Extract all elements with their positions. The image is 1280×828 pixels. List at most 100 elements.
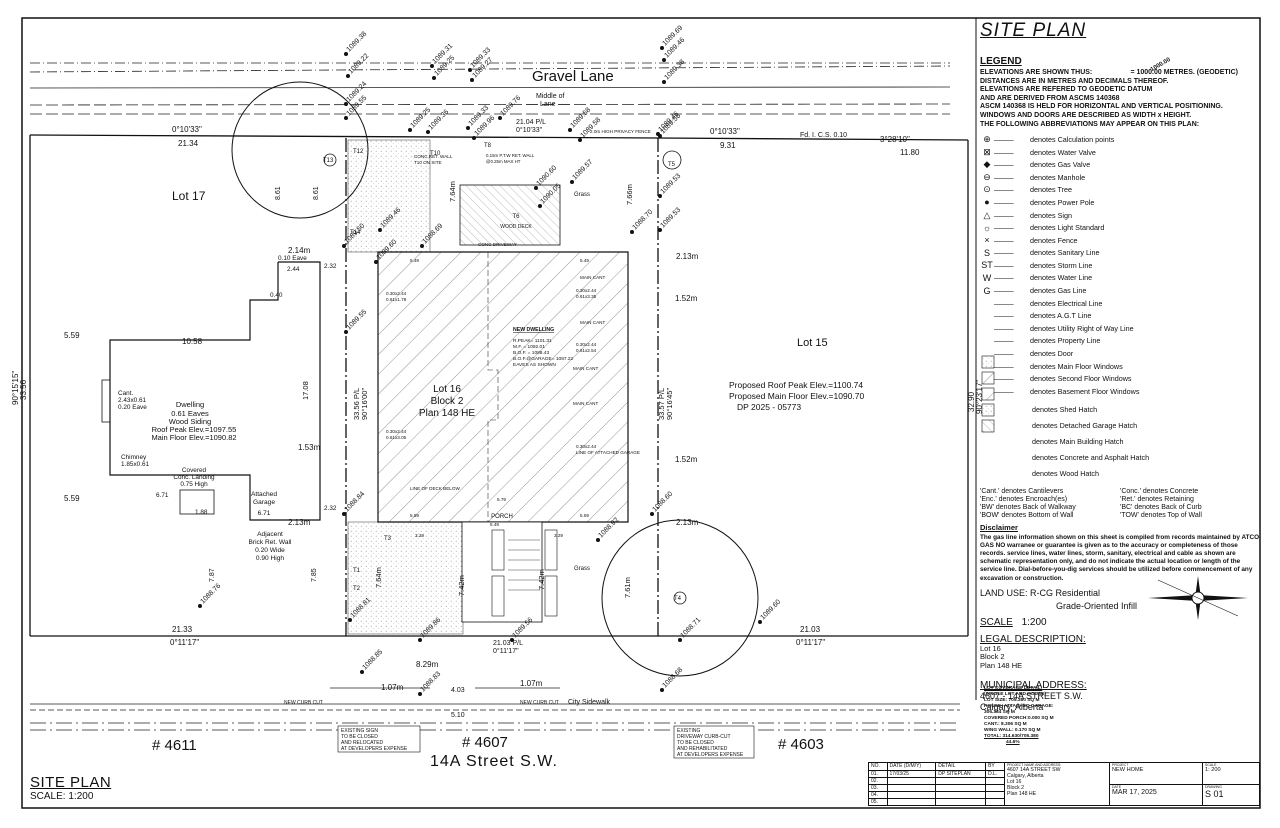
municipal-line: Calgary, Alberta [980, 702, 1044, 713]
elevation-label: 1089.22 [347, 52, 370, 75]
tree-label: T10 [430, 151, 441, 157]
legend-item: ———denotes Basement Floor Windows [980, 385, 1260, 398]
coverage-heading: LOT COVERAGE DETAIL: [984, 686, 1043, 691]
elevation-point-icon [570, 180, 574, 184]
dim-label: 2.13m [676, 518, 699, 527]
elevation-label: 1088.85 [361, 648, 384, 671]
tb-value: NEW HOME [1112, 767, 1144, 773]
cant-label: 0.30x2.44 [386, 291, 407, 296]
dwelling-stat: R.PEAK= 1101.31 [513, 338, 552, 344]
tree-t4-label: T4 [674, 596, 682, 602]
lot16-label-1: Lot 16 [433, 384, 461, 395]
garage-label: 6.71 [258, 510, 271, 517]
elevation-point-icon [346, 74, 350, 78]
elevation-label: 1088.70 [631, 208, 654, 231]
legend-item: ×———denotes Fence [980, 234, 1260, 247]
covered-landing-text: Covered Conc. Landing 0.75 High [173, 467, 215, 488]
legend-dash: ——— [994, 160, 1014, 170]
dim-label: 1.52m [675, 294, 698, 303]
planter-4 [544, 575, 558, 617]
bottom-title-text: SITE PLAN [30, 774, 112, 791]
adj-wall-label: 0.20 Wide [255, 547, 285, 554]
legend-item: ⊕———denotes Calculation points [980, 133, 1260, 146]
elevation-label: 1088.68 [661, 666, 684, 689]
note-line: EXISTING [677, 728, 700, 734]
left-angle: 90°15'15" [11, 371, 20, 405]
dim-label: 21.04 P/L [516, 119, 546, 126]
legal-line: Lot 16 [980, 643, 1001, 653]
scale-value: 1:200 [1021, 616, 1047, 628]
legend-item: G———denotes Gas Line [980, 284, 1260, 297]
tree-label: T2 [353, 586, 361, 592]
legend-label: denotes Tree [1030, 185, 1072, 195]
north-arrow-icon [1148, 576, 1248, 620]
rear-dim-764: 7.64m [448, 181, 457, 202]
abbreviations: 'Cant.' denotes Cantilevers 'Conc.' deno… [980, 488, 1260, 520]
street-lines [30, 687, 960, 731]
elevation-point-icon [360, 670, 364, 674]
lot17-dwelling-label: Wood Siding [169, 417, 211, 426]
elevation-point-icon [420, 244, 424, 248]
elevation-point-icon [432, 76, 436, 80]
tb-header: DATE (D/M/Y) [886, 762, 937, 771]
tb-scale: SCALE 1: 200 [1202, 762, 1260, 785]
dim-label: 11.80 [900, 148, 920, 157]
stairs [508, 539, 540, 591]
legal-line: Plan 148 HE [980, 660, 1023, 670]
garage-label: Garage [253, 499, 275, 506]
legend-label: denotes Gas Valve [1030, 160, 1091, 170]
coverage-pct: 44.6% [1006, 740, 1020, 745]
hatch-label: denotes Wood Hatch [1032, 469, 1099, 479]
note-line: AND RELOCATED [341, 740, 384, 746]
legend-note: AND ARE DERIVED FROM ASCMS 140368 [980, 94, 1120, 102]
dim-label: 5.79 [497, 497, 506, 502]
dim-label: 1.53m [298, 443, 321, 452]
tree-label: T1 [353, 568, 361, 574]
legend-dash: ——— [994, 349, 1014, 359]
street-label: 14A Street S.W. [430, 753, 558, 770]
lot17-dim-8a: 8.61 [275, 186, 282, 200]
line-label: MAIN CANT [580, 320, 605, 325]
gravel-lane-label: Gravel Lane [532, 68, 614, 85]
legend-dash: ——— [994, 260, 1014, 270]
legend-symbol-icon: ⊖ [983, 171, 991, 182]
scale-line: SCALE 1:200 [980, 617, 1260, 628]
hatch-swatches [981, 355, 995, 433]
wing-wall-label: 3.29 [415, 533, 424, 538]
tb-cell: 02. [868, 777, 888, 785]
lot17-dwelling-text: Dwelling 0.61 Eaves Wood Siding Roof Pea… [151, 400, 236, 442]
tb-header: NO. [868, 762, 888, 771]
elevation-point-icon [374, 260, 378, 264]
tb-project-line: Plan 148 HE [1007, 791, 1037, 797]
middle-lane-label-1: Middle of [536, 93, 564, 100]
legend-symbol-icon: △ [983, 209, 991, 220]
legal-heading: LEGAL DESCRIPTION: [980, 633, 1086, 645]
existing-sign-text: EXISTING SIGN TO BE CLOSED AND RELOCATED… [341, 728, 408, 752]
elevation-point-icon [472, 136, 476, 140]
tb-label: PROJECT [1112, 763, 1129, 767]
tree-label: T14 [350, 230, 361, 236]
cant-label: 2.43x0.61 [118, 397, 147, 404]
hatch-label: denotes Concrete and Asphalt Hatch [1032, 453, 1150, 463]
legend-item: ———denotes Door [980, 347, 1260, 360]
legend-symbol-icon: ◆ [983, 159, 991, 170]
legend-item: ☼———denotes Light Standard [980, 221, 1260, 234]
dim-label: 4.03 [451, 687, 465, 694]
elevation-point-icon [466, 126, 470, 130]
abbr-item: 'BW' denotes Back of Walkway [980, 503, 1076, 511]
lot17-cant [101, 379, 111, 423]
elevation-label: 1089.53 [659, 172, 682, 195]
elevation-point-icon [498, 116, 502, 120]
tb-header: BY [985, 762, 1005, 771]
elevation-point-icon [596, 538, 600, 542]
tb-cell: DP SITEPLAN [935, 770, 987, 778]
legend-symbol-icon: ST [981, 260, 993, 271]
grass-rear: Grass [574, 192, 590, 198]
elevation-point-icon [538, 204, 542, 208]
lot17-dim-8b: 8.61 [313, 186, 320, 200]
elevation-point-icon [658, 194, 662, 198]
lot15-label: Lot 15 [797, 337, 828, 349]
coverage-line: CANT.: 8.306 SQ M [984, 722, 1027, 727]
municipal-line: 4607 - 14A STREET S.W. [980, 691, 1083, 702]
property-lines [29, 134, 969, 637]
